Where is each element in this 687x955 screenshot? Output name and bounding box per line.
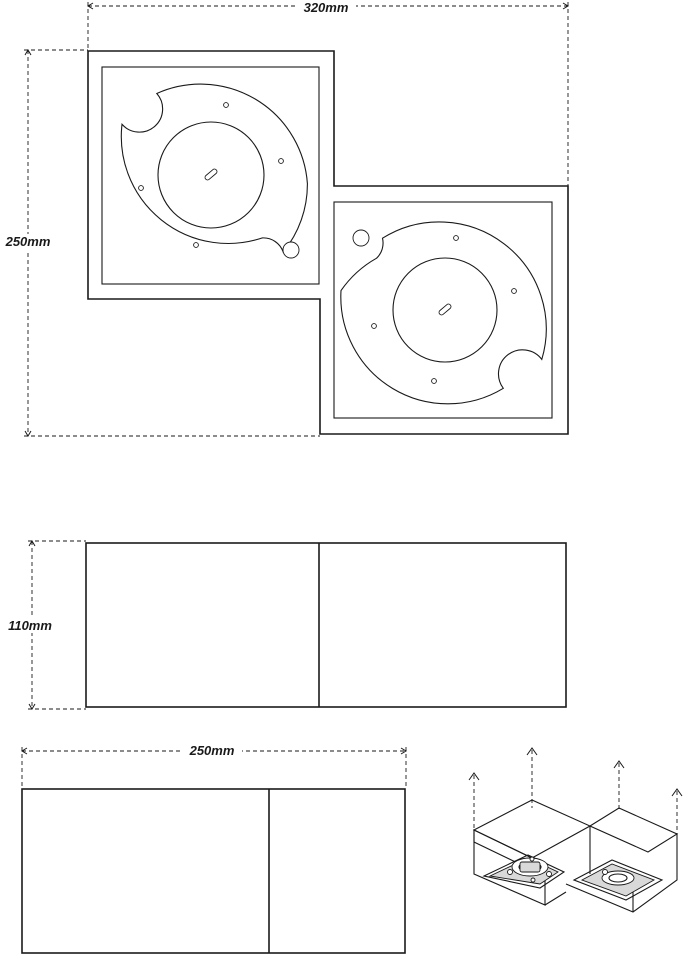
center-slot bbox=[204, 168, 218, 181]
dimension-label-width: 320mm bbox=[304, 0, 349, 15]
center-slot bbox=[438, 303, 452, 316]
dimension-250mm-horizontal: 250mm bbox=[21, 743, 407, 789]
side-outline bbox=[21, 788, 406, 954]
dimension-label-height: 250mm bbox=[5, 234, 51, 249]
center-ring bbox=[157, 121, 265, 229]
mounting-plate bbox=[120, 83, 308, 254]
mounting-plate bbox=[340, 221, 547, 405]
front-outline bbox=[85, 542, 567, 708]
mounting-arrows bbox=[468, 747, 683, 838]
module-lower-right bbox=[333, 201, 553, 419]
dimension-label-side-width: 250mm bbox=[189, 743, 235, 758]
front-view: 110mm bbox=[2, 540, 567, 710]
top-view: 320mm 250mm bbox=[0, 0, 569, 437]
dimension-320mm: 320mm bbox=[87, 0, 569, 186]
pivot-hole bbox=[352, 229, 370, 247]
side-view: 250mm bbox=[21, 743, 407, 954]
iso-cube-left bbox=[472, 799, 592, 906]
housing-outline bbox=[87, 50, 569, 435]
dimension-110mm: 110mm bbox=[2, 540, 86, 710]
pivot-hole bbox=[282, 241, 300, 259]
center-ring bbox=[392, 257, 498, 363]
dimension-250mm-vertical: 250mm bbox=[0, 49, 320, 437]
dimension-label-front-height: 110mm bbox=[8, 618, 52, 633]
iso-cube-right bbox=[565, 807, 679, 913]
module-upper-left bbox=[101, 66, 320, 285]
isometric-view bbox=[468, 747, 683, 913]
